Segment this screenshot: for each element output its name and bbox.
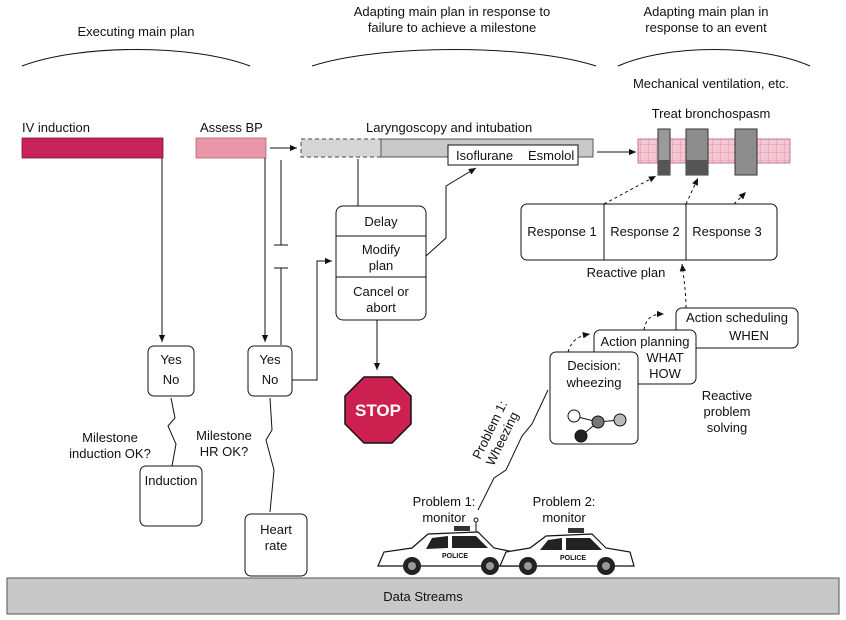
milestone-induction-box bbox=[147, 345, 195, 397]
dashed-response3-to-block3 bbox=[733, 191, 747, 205]
dashed-decision-to-planning bbox=[567, 332, 591, 353]
zigzag-heart-rate bbox=[265, 397, 275, 513]
iv-induction-bar bbox=[21, 137, 164, 159]
problem-wheezing-label: Problem 1: Wheezing bbox=[469, 398, 521, 468]
header-adapting-failure-1: Adapting main plan in response to bbox=[354, 4, 551, 19]
heart-rate-label-2: rate bbox=[265, 538, 287, 553]
zigzag-wheezing bbox=[477, 389, 549, 511]
graph-node-gray-dark bbox=[591, 415, 605, 429]
heart-rate-label-1: Heart bbox=[260, 522, 292, 537]
brace-executing bbox=[21, 49, 251, 67]
action-planning-label: Action planning bbox=[601, 334, 690, 349]
heart-rate-monitor-box bbox=[244, 513, 308, 577]
problem1-monitor-1: Problem 1: bbox=[413, 494, 476, 509]
label-mech-vent: Mechanical ventilation, etc. bbox=[633, 76, 789, 91]
reactive-plan-label: Reactive plan bbox=[587, 265, 666, 280]
drug-esmolol: Esmolol bbox=[528, 148, 574, 163]
problem1-monitor-2: monitor bbox=[422, 510, 466, 525]
reactive-solving-label-1: Reactive bbox=[702, 388, 753, 403]
option-cancel-1: Cancel or bbox=[353, 284, 409, 299]
police-car-2-icon: POLICE bbox=[499, 528, 635, 575]
drugs-box bbox=[447, 144, 579, 166]
reactive-solving-label-3: solving bbox=[707, 420, 747, 435]
milestone-hr-yes: Yes bbox=[259, 352, 281, 367]
treatment-block-3 bbox=[734, 128, 758, 176]
stop-sign-icon bbox=[344, 376, 412, 444]
induction-monitor-label: Induction bbox=[145, 473, 198, 488]
problem2-monitor-1: Problem 2: bbox=[533, 494, 596, 509]
dashed-planning-to-scheduling bbox=[643, 310, 665, 331]
header-adapting-event-2: response to an event bbox=[645, 20, 767, 35]
dashed-response1-to-block1 bbox=[603, 175, 657, 205]
dashed-scheduling-to-reactive-plan bbox=[679, 263, 687, 309]
drug-isoflurane: Isoflurane bbox=[456, 148, 513, 163]
treatment-block-2-dark bbox=[686, 160, 708, 175]
dashed-response2-to-block2 bbox=[685, 177, 699, 205]
action-scheduling-box bbox=[675, 307, 799, 349]
treatment-block-1-dark bbox=[658, 160, 670, 175]
reactive-solving-label-2: problem bbox=[704, 404, 751, 419]
label-iv-induction: IV induction bbox=[22, 120, 90, 135]
problem2-monitor-2: monitor bbox=[542, 510, 586, 525]
milestone-hr-ok-1: Milestone bbox=[196, 428, 252, 443]
data-streams-bar bbox=[6, 577, 840, 615]
label-assess-bp: Assess BP bbox=[200, 120, 263, 135]
milestone-induction-ok-2: induction OK? bbox=[69, 446, 151, 461]
reactive-plan-box bbox=[520, 203, 778, 261]
response-3: Response 3 bbox=[692, 224, 761, 239]
response-1: Response 1 bbox=[527, 224, 596, 239]
milestone-hr-ok-2: HR OK? bbox=[200, 444, 248, 459]
zigzag-induction bbox=[167, 397, 177, 467]
brace-adapting-failure bbox=[311, 49, 597, 67]
option-delay: Delay bbox=[364, 214, 398, 229]
milestone-hr-box bbox=[247, 345, 293, 397]
header-adapting-event-1: Adapting main plan in bbox=[643, 4, 768, 19]
milestone-induction-yes: Yes bbox=[160, 352, 182, 367]
when-label: WHEN bbox=[729, 328, 769, 343]
induction-monitor-box bbox=[139, 465, 203, 527]
option-cancel-2: abort bbox=[366, 300, 396, 315]
header-executing: Executing main plan bbox=[77, 24, 194, 39]
decision-label-1: Decision: bbox=[567, 358, 620, 373]
police-car-1-label: POLICE bbox=[442, 553, 468, 560]
graph-node-white bbox=[567, 409, 581, 423]
data-streams-label: Data Streams bbox=[383, 589, 463, 604]
graph-node-black bbox=[574, 429, 588, 443]
header-adapting-failure-2: failure to achieve a milestone bbox=[368, 20, 536, 35]
what-label: WHAT bbox=[646, 350, 683, 365]
laryngoscopy-dashed-segment bbox=[300, 138, 382, 158]
police-car-1-icon: POLICE bbox=[377, 517, 519, 575]
label-laryngoscopy: Laryngoscopy and intubation bbox=[366, 120, 532, 135]
milestone-hr-no: No bbox=[262, 372, 279, 387]
milestone-induction-ok-1: Milestone bbox=[82, 430, 138, 445]
milestone-induction-no: No bbox=[163, 372, 180, 387]
arrow-modify-to-drugs bbox=[425, 167, 477, 257]
decision-options-box bbox=[335, 205, 427, 321]
action-scheduling-label: Action scheduling bbox=[686, 310, 788, 325]
arrow-no-to-decision bbox=[292, 257, 332, 381]
option-modify-1: Modify bbox=[362, 242, 401, 257]
option-modify-2: plan bbox=[369, 258, 394, 273]
police-car-2-label: POLICE bbox=[560, 555, 586, 562]
assess-bp-bar bbox=[195, 137, 267, 159]
how-label: HOW bbox=[649, 366, 682, 381]
brace-adapting-event bbox=[617, 49, 811, 67]
decision-label-2: wheezing bbox=[566, 375, 622, 390]
stop-sign-text: STOP bbox=[355, 401, 401, 420]
response-2: Response 2 bbox=[610, 224, 679, 239]
graph-node-gray-light bbox=[613, 413, 627, 427]
label-treat-bronchospasm: Treat bronchospasm bbox=[652, 106, 771, 121]
